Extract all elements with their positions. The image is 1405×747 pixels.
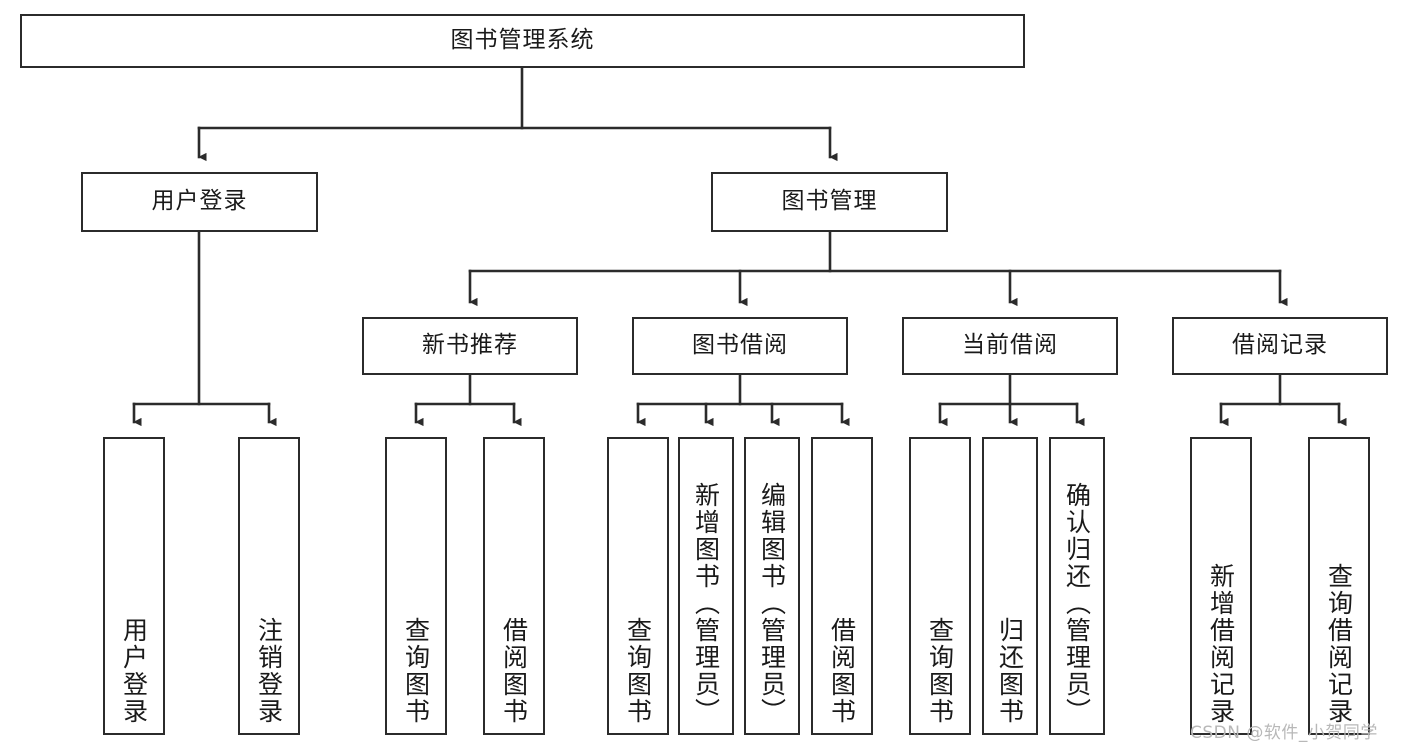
node-leaf-record-query[interactable]: 查询借阅记录 [1308, 437, 1370, 735]
node-leaf-return-book[interactable]: 归还图书 [982, 437, 1038, 735]
node-leaf-book-add[interactable]: 新增图书（管理员） [678, 437, 734, 735]
node-borrow-record-label: 借阅记录 [1232, 332, 1328, 359]
node-leaf-confirm-return-label: 确认归还（管理员） [1062, 482, 1092, 725]
node-new-book-rec-label: 新书推荐 [422, 332, 518, 359]
node-leaf-user-login-label: 用户登录 [119, 617, 149, 725]
node-current-borrow-label: 当前借阅 [962, 332, 1058, 359]
node-leaf-rec-borrow[interactable]: 借阅图书 [483, 437, 545, 735]
node-leaf-book-edit[interactable]: 编辑图书（管理员） [744, 437, 800, 735]
node-user-login-label: 用户登录 [151, 188, 248, 215]
node-current-borrow[interactable]: 当前借阅 [902, 317, 1118, 375]
node-leaf-borrow-query[interactable]: 查询图书 [607, 437, 669, 735]
node-leaf-user-logout[interactable]: 注销登录 [238, 437, 300, 735]
node-borrow-record[interactable]: 借阅记录 [1172, 317, 1388, 375]
node-leaf-borrow-book[interactable]: 借阅图书 [811, 437, 873, 735]
node-leaf-borrow-book-label: 借阅图书 [827, 617, 857, 725]
node-leaf-return-book-label: 归还图书 [995, 617, 1025, 725]
node-leaf-cur-query[interactable]: 查询图书 [909, 437, 971, 735]
node-user-login[interactable]: 用户登录 [81, 172, 318, 232]
node-leaf-record-add-label: 新增借阅记录 [1206, 563, 1236, 725]
node-book-borrow-label: 图书借阅 [692, 332, 788, 359]
node-leaf-confirm-return[interactable]: 确认归还（管理员） [1049, 437, 1105, 735]
node-leaf-rec-borrow-label: 借阅图书 [499, 617, 529, 725]
node-leaf-cur-query-label: 查询图书 [925, 617, 955, 725]
node-leaf-record-query-label: 查询借阅记录 [1324, 563, 1354, 725]
node-leaf-user-logout-label: 注销登录 [254, 617, 284, 725]
node-leaf-rec-query-label: 查询图书 [401, 617, 431, 725]
node-book-manage[interactable]: 图书管理 [711, 172, 948, 232]
node-new-book-rec[interactable]: 新书推荐 [362, 317, 578, 375]
node-leaf-record-add[interactable]: 新增借阅记录 [1190, 437, 1252, 735]
node-leaf-rec-query[interactable]: 查询图书 [385, 437, 447, 735]
csdn-watermark: CSDN @软件_小贺同学 [1190, 723, 1378, 743]
node-leaf-user-login[interactable]: 用户登录 [103, 437, 165, 735]
node-root-label: 图书管理系统 [450, 27, 595, 54]
node-leaf-book-add-label: 新增图书（管理员） [691, 482, 721, 725]
node-book-manage-label: 图书管理 [781, 188, 878, 215]
node-book-borrow[interactable]: 图书借阅 [632, 317, 848, 375]
node-leaf-borrow-query-label: 查询图书 [623, 617, 653, 725]
node-root[interactable]: 图书管理系统 [20, 14, 1025, 68]
node-leaf-book-edit-label: 编辑图书（管理员） [757, 482, 787, 725]
